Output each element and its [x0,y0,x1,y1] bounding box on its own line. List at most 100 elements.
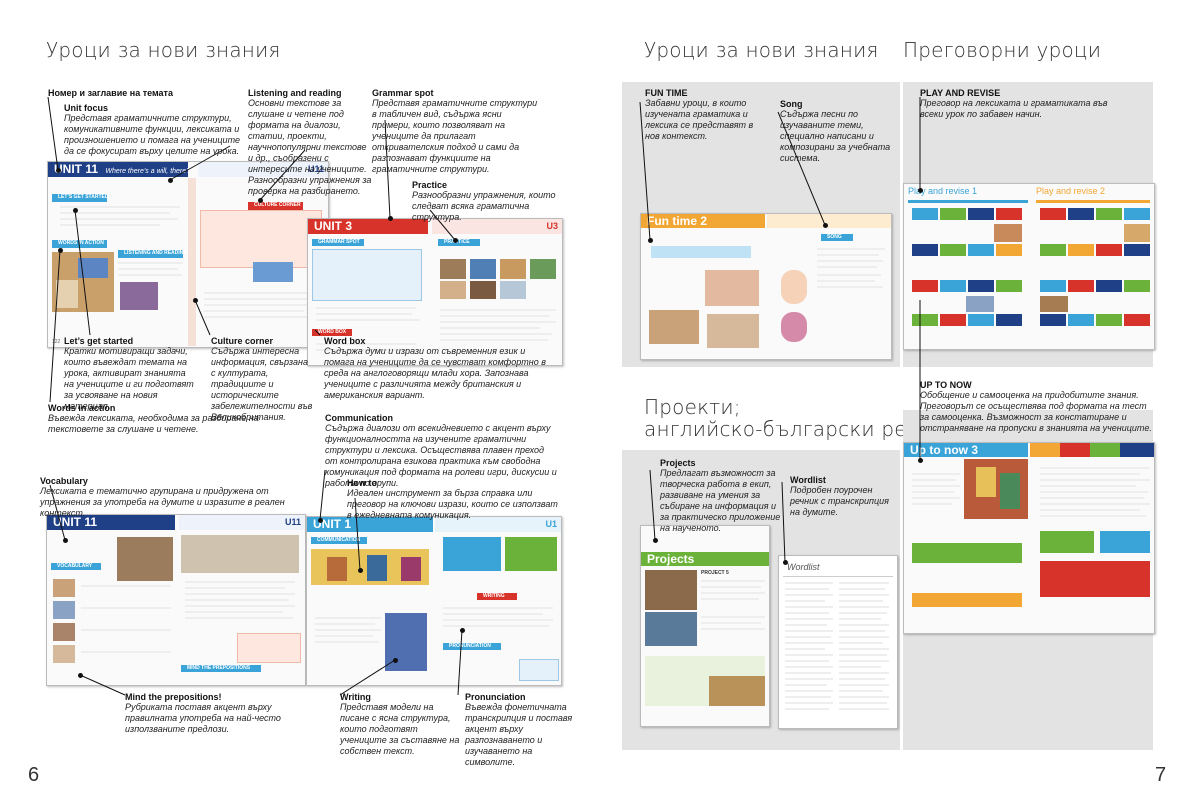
leader-dot [388,216,393,221]
callout-projects-heading: Projects [660,458,696,468]
thumb-play-revise: Play and revise 1 Play and revise 2 [903,183,1155,350]
section-grammar-spot: GRAMMAR SPOT [312,239,364,246]
leader-dot [653,538,658,543]
callout-wordlist-text: Подробен поурочен речник с транскрипция … [790,485,889,517]
play-revise-1-label: Play and revise 1 [908,186,978,196]
callout-unit-focus: Unit focus Представя граматичните структ… [64,103,242,157]
callout-song-text: Съдържа песни по изучаваните теми, специ… [780,109,891,163]
leader-dot [193,298,198,303]
callout-communication: Communication Съдържа диалози от всекидн… [325,413,557,489]
callout-unit-focus-text: Представя граматичните структури, комуни… [64,113,241,156]
callout-fun-time: FUN TIME Забавни уроци, в които изученат… [645,88,755,142]
section-lets-get-started: LET’S GET STARTED [52,194,108,202]
callout-words-in-action: Words in action Въвежда лексиката, необх… [48,403,288,435]
unit3-bar: UNIT 3 [308,219,428,234]
section-word-box: WORD BOX [312,329,352,336]
section-pronunciation: PRONUNCIATION [443,643,501,650]
play-revise-2-label: Play and revise 2 [1036,186,1106,196]
leader-dot [73,208,78,213]
section-song: SONG [821,234,853,241]
leader-dot [56,168,61,173]
callout-vocabulary: Vocabulary Лексиката е тематично групира… [40,476,310,519]
leader-dot [783,560,788,565]
thumb-unit3-grammar: UNIT 3 U3 GRAMMAR SPOT PRACTICE WORD BOX [307,218,563,366]
callout-started-heading: Let’s get started [64,336,134,346]
callout-writing: Writing Представя модели на писане с ясн… [340,692,460,757]
callout-grammar-text: Представя граматичните структури в табли… [372,98,538,174]
callout-culture-heading: Culture corner [211,336,274,346]
callout-lets-get-started: Let’s get started Кратки мотивиращи зада… [64,336,194,412]
callout-pronunciation-text: Въвежда фонетичната транскрипция и поста… [465,702,573,767]
page-number-right: 7 [1155,764,1167,786]
leader-dot [78,673,83,678]
wordlist-bar: Wordlist [787,562,820,572]
leader-dot [823,223,828,228]
heading-projects-line1: Проекти; [644,395,741,419]
callout-writing-heading: Writing [340,692,371,702]
page-number-left: 6 [28,764,40,786]
section-listening-reading: LISTENING AND READING [118,250,187,258]
callout-grammar-heading: Grammar spot [372,88,434,98]
callout-communication-heading: Communication [325,413,394,423]
callout-vocabulary-heading: Vocabulary [40,476,88,486]
callout-practice: Practice Разнообразни упражнения, които … [412,180,562,223]
heading-right: Уроци за нови знания [644,38,879,62]
leader-dot [918,188,923,193]
leader-dot [358,568,363,573]
callout-listening-text: Основни текстове за слушане и четене под… [248,98,372,196]
callout-funtime-text: Забавни уроци, в които изучената грамати… [645,98,754,141]
unit11-vocab-bar: UNIT 11 [47,515,175,530]
section-vocabulary: VOCABULARY [51,563,101,570]
callout-vocabulary-text: Лексиката е тематично групирана и придру… [40,486,285,518]
leader-dot [918,458,923,463]
callout-culture-text: Съдържа интересна информация, свързана с… [211,346,313,422]
heading-left: Уроци за нови знания [46,38,281,62]
callout-wordbox-text: Съдържа думи и изрази от съвременния ези… [324,346,546,400]
leader-dot [318,518,323,523]
callout-words-heading: Words in action [48,403,116,413]
callout-prepositions-text: Рубриката поставя акцент върху правилнат… [125,702,281,734]
thumb-unit11-vocab: UNIT 11 U11 VOCABULARY MIND THE PREPOSIT… [46,514,306,686]
callout-how-to: How to Идеален инструмент за бърза справ… [347,478,563,521]
leader-dot [648,238,653,243]
callout-pronunciation-heading: Pronunciation [465,692,526,702]
leader-dot [258,198,263,203]
unit-tag: U11 [307,164,324,174]
callout-howto-heading: How to [347,478,377,488]
unit-bar-title: Where there’s a will, there’s a way [105,168,212,175]
leader-dot [63,538,68,543]
callout-pronunciation: Pronunciation Въвежда фонетичната транск… [465,692,577,768]
leader-dot [460,628,465,633]
callout-playrevise-text: Преговор на лексиката и граматиката във … [920,98,1108,119]
callout-uptonow-text: Обобщение и самооценка на придобитите зн… [920,390,1152,433]
callout-playrevise-heading: PLAY AND REVISE [920,88,1001,98]
callout-unit-focus-heading: Unit focus [64,103,108,113]
callout-up-to-now: UP TO NOW Обобщение и самооценка на прид… [920,380,1152,434]
callout-grammar-spot: Grammar spot Представя граматичните стру… [372,88,542,175]
callout-started-text: Кратки мотивиращи задачи, които въвеждат… [64,346,194,411]
callout-words-text: Въвежда лексиката, необходима за разбира… [48,413,259,434]
thumb-projects: Projects PROJECT 5 [640,525,770,727]
section-communication: COMMUNICATION [311,537,367,544]
callout-unit-title: Номер и заглавие на темата [48,88,228,98]
up-to-now-bar: Up to now 3 [904,443,1028,457]
projects-bar: Projects [641,552,769,566]
leader-dot [453,238,458,243]
thumb-up-to-now: Up to now 3 [903,442,1155,634]
callout-practice-text: Разнообразни упражнения, които следват в… [412,190,556,222]
callout-wordlist-heading: Wordlist [790,475,826,485]
callout-communication-text: Съдържа диалози от всекидневието с акцен… [325,423,557,488]
callout-play-revise: PLAY AND REVISE Преговор на лексиката и … [920,88,1130,120]
callout-funtime-heading: FUN TIME [645,88,688,98]
heading-revision: Преговорни уроци [903,38,1102,62]
callout-word-box: Word box Съдържа думи и изрази от съврем… [324,336,556,401]
unit1-tag: U1 [545,519,557,529]
thumb-wordlist: Wordlist [778,555,898,729]
callout-uptonow-heading: UP TO NOW [920,380,972,390]
callout-projects-text: Предлагат възможност за творческа работа… [660,468,781,533]
callout-wordlist: Wordlist Подробен поурочен речник с тран… [790,475,895,518]
unit-bar-label: UNIT 11 [54,162,99,176]
projects-sub: PROJECT 5 [701,570,729,576]
thumb-unit1-comm: UNIT 1 U1 COMMUNICATION WRITING PRONUNCI… [306,516,562,686]
